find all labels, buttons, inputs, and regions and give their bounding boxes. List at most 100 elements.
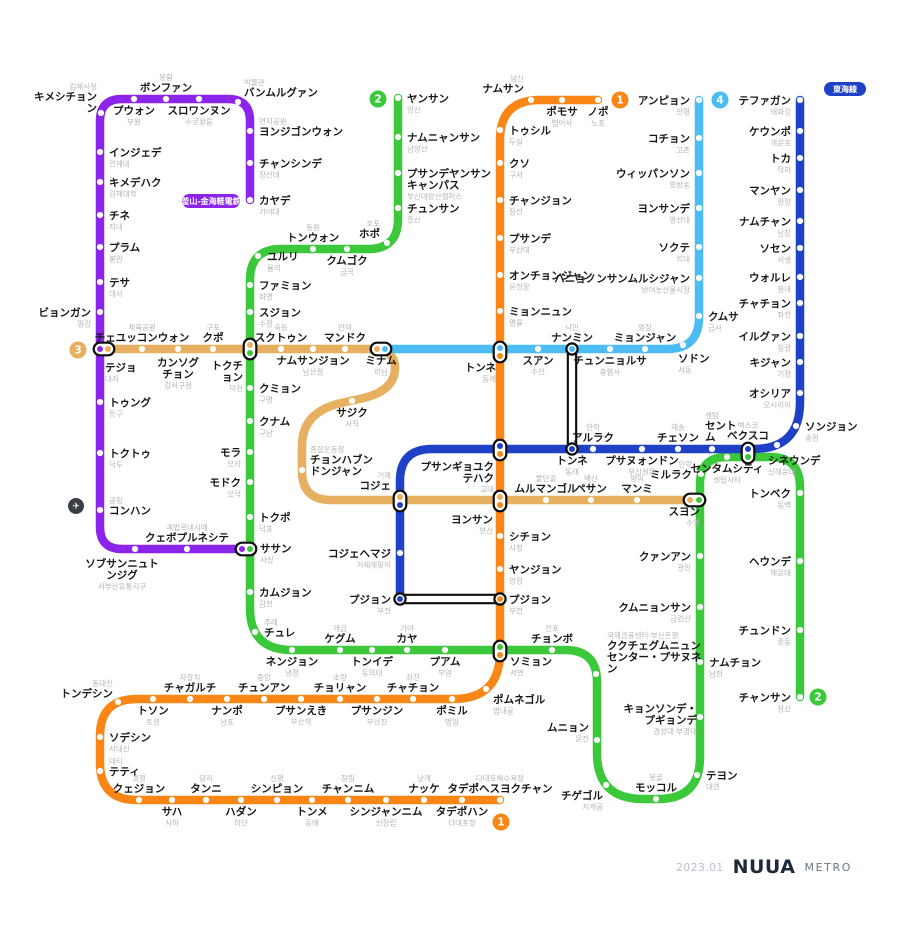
- station-name-korean: 호포: [366, 219, 380, 228]
- station-name: プジョン: [509, 593, 551, 606]
- station-name-korean: 대티: [109, 757, 123, 766]
- station-name: チョン: [162, 369, 194, 381]
- airplane-icon: ✈: [68, 498, 84, 514]
- station-name-korean: 구서: [509, 171, 523, 180]
- station-name-korean: 부산대양산캠퍼스: [407, 191, 462, 201]
- station-dot: [246, 196, 254, 204]
- station-name-korean: 연산: [479, 526, 493, 536]
- station-dot: [209, 345, 217, 353]
- station-name: ミルラク: [650, 469, 692, 481]
- station-dot: [796, 127, 804, 135]
- station-name-korean: 동래: [565, 468, 579, 477]
- station-dot: [382, 796, 390, 804]
- station-dot: [260, 695, 268, 703]
- station-dot: [548, 646, 556, 654]
- station-dot: [796, 557, 804, 565]
- station-dot: [409, 695, 417, 703]
- station-name-korean: 서면: [510, 668, 524, 678]
- station-dot: [309, 345, 317, 353]
- station-name: トンメ: [296, 806, 327, 818]
- station-name: チョンハブン: [310, 453, 373, 466]
- station-name: シチョン: [509, 531, 551, 543]
- station-name-korean: 양정: [509, 576, 523, 586]
- station-name: トカ: [770, 153, 791, 165]
- interchange-capsule: [92, 341, 116, 357]
- station-name-korean: 종합운동장: [310, 444, 345, 454]
- station-name: ン: [607, 663, 618, 675]
- station-name: プサンデヤンサン: [407, 167, 491, 180]
- line-badge-3: 3: [69, 341, 87, 359]
- station-name: ペサン: [575, 483, 607, 495]
- station-name-korean: 다대포항: [448, 819, 476, 828]
- line-name-pill: 釜山-金海軽電鉄: [180, 194, 242, 208]
- station-name: ナンポ: [211, 704, 243, 717]
- station-dot: [246, 448, 254, 456]
- station-dot: [534, 345, 542, 353]
- station-dot: [297, 695, 305, 703]
- svg-text:釜山-金海軽電鉄: 釜山-金海軽電鉄: [180, 196, 241, 206]
- station-name-korean: 낫개: [417, 773, 431, 783]
- svg-text:1: 1: [616, 95, 623, 107]
- station-dot: [251, 628, 259, 636]
- station-name-korean: 송정: [805, 433, 819, 443]
- station-name: チャンニム: [322, 783, 375, 795]
- station-dot: [114, 698, 122, 706]
- station-name: コジェ: [360, 480, 392, 492]
- station-name-korean: 남천: [709, 669, 723, 679]
- station-name-korean: 숙등: [274, 323, 288, 332]
- station-name-korean: 구남: [259, 429, 273, 438]
- station-dot: [309, 245, 317, 253]
- station-name: トンネ: [556, 455, 588, 467]
- station-dot: [496, 271, 504, 279]
- station-dot: [96, 449, 104, 457]
- station-name-korean: 괘법르네시떼: [166, 522, 207, 532]
- station-dot: [246, 478, 254, 486]
- station-name-korean: 안평: [676, 107, 690, 117]
- station-dot: [602, 781, 610, 789]
- station-name-korean: 배산: [584, 473, 598, 483]
- station-dot: [96, 506, 104, 514]
- station-name-korean: 가야: [400, 623, 414, 633]
- station-name: サジク: [336, 407, 368, 419]
- station-name: プラム: [109, 241, 141, 254]
- station-name-korean: 남창: [777, 229, 791, 238]
- interchange-capsule: [492, 340, 508, 364]
- station-dot: [638, 445, 646, 453]
- station-dot: [383, 239, 391, 247]
- station-name: ナムサン: [482, 83, 524, 95]
- station-name-korean: 개운포: [770, 138, 791, 148]
- station-dot: [336, 695, 344, 703]
- station-name: チェユッコンウォン: [95, 332, 190, 344]
- station-dot: [458, 796, 466, 804]
- station-name: クミョン: [259, 383, 301, 395]
- station-name: クポ: [203, 331, 224, 344]
- station-name: ヤンジョン: [509, 564, 562, 576]
- station-name: チャチョン: [739, 298, 791, 310]
- station-name: マンミ: [621, 483, 653, 495]
- station-name: バニョノンサンムルシジャン: [554, 273, 690, 285]
- station-name: ソドン: [678, 353, 710, 365]
- station-name: モドク: [210, 477, 242, 489]
- station-name: ソンジョン: [805, 421, 858, 433]
